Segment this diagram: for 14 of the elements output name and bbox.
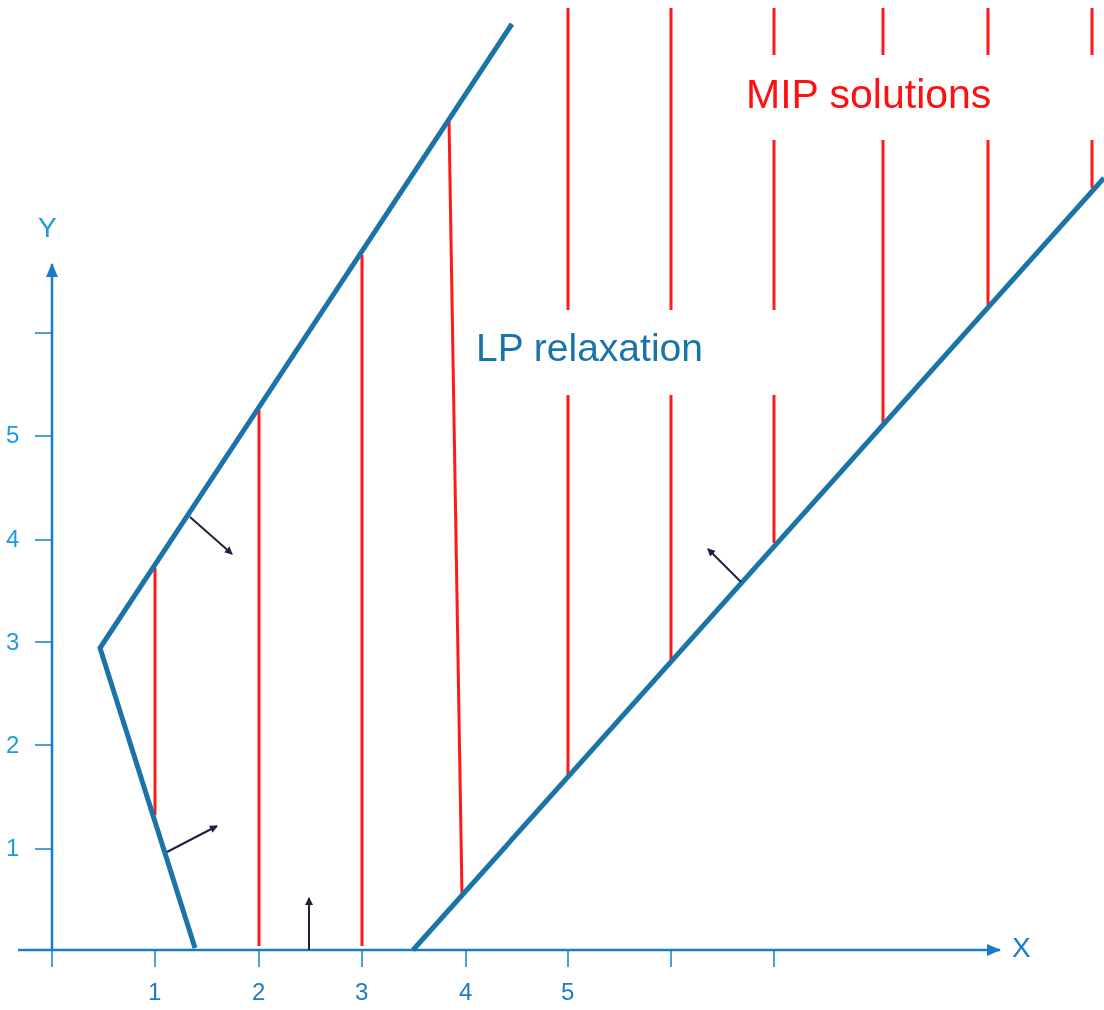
region-label: MIP solutions xyxy=(746,74,992,115)
tick-label: 5 xyxy=(561,980,575,1004)
tick-label: 5 xyxy=(6,423,20,447)
axis-label: Y xyxy=(38,214,57,242)
region-label: LP relaxation xyxy=(476,328,703,367)
tick-label: 3 xyxy=(355,980,369,1004)
tick-label: 2 xyxy=(252,980,266,1004)
tick-label: 1 xyxy=(6,836,20,860)
tick-label: 2 xyxy=(6,733,20,757)
tick-label: 4 xyxy=(6,527,20,551)
tick-label: 1 xyxy=(148,980,162,1004)
axis-label: X xyxy=(1012,934,1031,962)
tick-label: 4 xyxy=(459,980,473,1004)
tick-label: 3 xyxy=(6,630,20,654)
